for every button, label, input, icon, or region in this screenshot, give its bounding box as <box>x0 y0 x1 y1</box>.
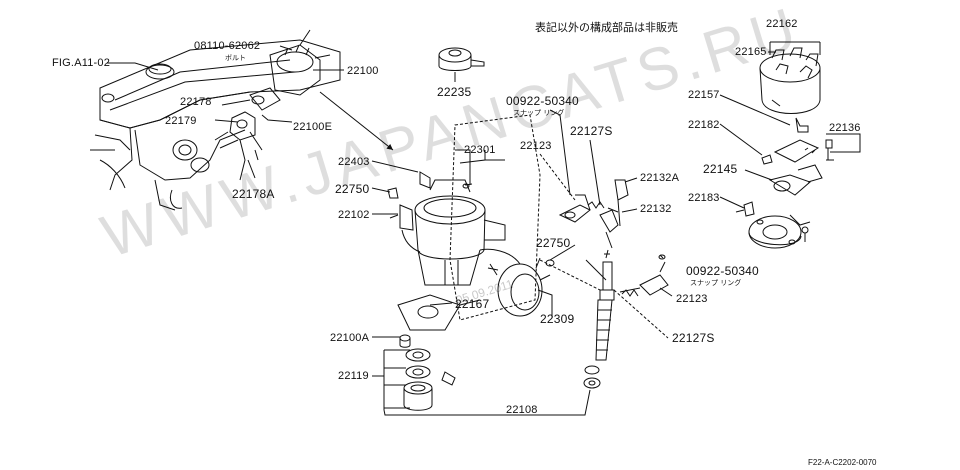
top-right-leaders <box>720 52 860 208</box>
callout-22167: 22167 <box>455 297 490 311</box>
right-center-leaders <box>540 110 672 338</box>
callout-22100A: 22100A <box>330 332 370 344</box>
callout-22179: 22179 <box>165 115 197 127</box>
callout-bolt-part: 08110-62062 <box>194 40 261 52</box>
figure-code: F22-A-C2202-0070 <box>808 458 877 467</box>
distributor-housing <box>388 115 550 330</box>
callout-22132A: 22132A <box>640 172 680 184</box>
callout-22157: 22157 <box>688 89 720 101</box>
callout-22162: 22162 <box>766 18 798 30</box>
callout-22178: 22178 <box>180 96 212 108</box>
shaft-assembly <box>536 180 668 388</box>
distributor-cap-22162 <box>760 42 820 132</box>
callout-snap-part-2: 00922-50340 <box>686 264 759 278</box>
breaker-plate-assembly <box>736 140 834 248</box>
callout-22100: 22100 <box>347 65 379 77</box>
notice-text: 表記以外の構成部品は非販売 <box>535 21 678 34</box>
callout-bolt-sub: ボルト <box>225 54 246 62</box>
callout-snap-sub-2: スナップ リング <box>690 279 742 287</box>
callout-22100E: 22100E <box>293 121 333 133</box>
rotor-22235 <box>439 48 484 82</box>
callout-22123-1: 22123 <box>520 140 552 152</box>
callout-22132: 22132 <box>640 203 672 215</box>
center-leaders <box>372 150 552 410</box>
callout-22309: 22309 <box>540 312 575 326</box>
callout-22750-1: 22750 <box>335 182 370 196</box>
callout-22119: 22119 <box>338 370 369 382</box>
callout-22183: 22183 <box>688 192 720 204</box>
callout-22165: 22165 <box>735 46 767 58</box>
callout-22182: 22182 <box>688 119 720 131</box>
callout-fig-ref: FIG.A11-02 <box>52 57 111 69</box>
callout-22102: 22102 <box>338 209 370 221</box>
callout-22301: 22301 <box>464 144 496 156</box>
callout-22178A: 22178A <box>232 187 275 201</box>
callout-22750-2: 22750 <box>536 236 571 250</box>
callout-22235: 22235 <box>437 85 472 99</box>
callout-snap-sub-1: スナップ リング <box>513 109 565 117</box>
callout-22127S-1: 22127S <box>570 124 613 138</box>
engine-block-illustration <box>90 30 340 210</box>
callout-22136: 22136 <box>829 122 861 134</box>
callout-22145: 22145 <box>703 162 738 176</box>
callout-22108: 22108 <box>506 404 538 416</box>
bushing-stack <box>384 335 590 415</box>
callout-22403: 22403 <box>338 156 370 168</box>
callout-snap-part-1: 00922-50340 <box>506 94 579 108</box>
callout-22127S-2: 22127S <box>672 331 715 345</box>
engine-leaders <box>107 46 393 178</box>
callout-22123-2: 22123 <box>676 293 708 305</box>
